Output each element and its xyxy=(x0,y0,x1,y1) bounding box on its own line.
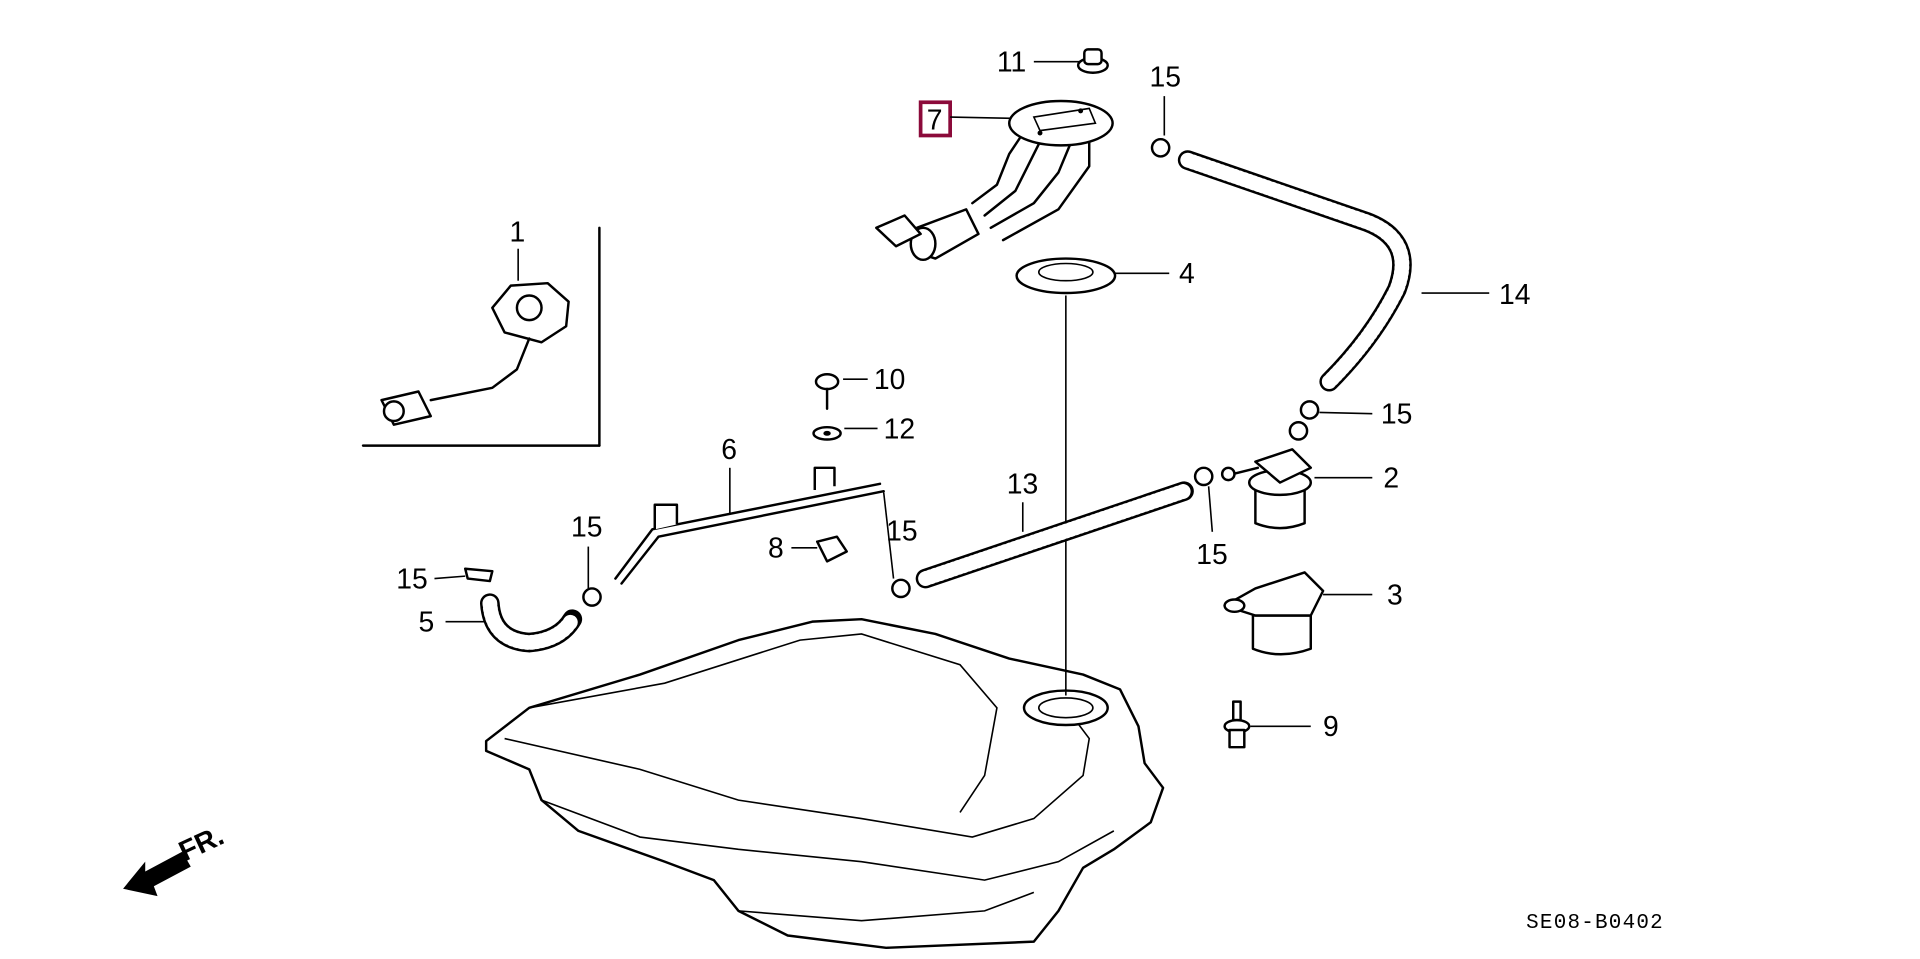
callout-7-highlight-box xyxy=(918,100,953,138)
fuel-tank[interactable] xyxy=(484,617,1165,950)
callout-7[interactable]: 7 xyxy=(927,103,943,135)
callout-9[interactable]: 9 xyxy=(1323,710,1339,742)
callout-10[interactable]: 10 xyxy=(874,363,905,395)
part-15-clip-mid-left[interactable] xyxy=(582,546,602,607)
callout-4[interactable]: 4 xyxy=(1179,257,1195,289)
part-15-clip-center[interactable] xyxy=(882,492,911,599)
callout-15-top[interactable]: 15 xyxy=(1150,60,1181,92)
part-11-nut[interactable] xyxy=(1033,48,1109,74)
part-6-pipe[interactable] xyxy=(614,466,885,585)
part-14-hose[interactable] xyxy=(1177,150,1490,392)
part-15-clip-left[interactable] xyxy=(434,567,494,583)
callout-15-mid-left[interactable]: 15 xyxy=(571,511,602,543)
callout-11[interactable]: 11 xyxy=(997,46,1026,78)
part-15-clip-top[interactable] xyxy=(1150,96,1171,158)
part-8-clip[interactable] xyxy=(791,535,849,563)
part-12-washer[interactable] xyxy=(812,425,878,441)
diagram-code: SE08-B0402 xyxy=(1526,912,1664,935)
part-3-holder[interactable] xyxy=(1223,571,1373,656)
callout-1[interactable]: 1 xyxy=(510,215,526,247)
callout-2[interactable]: 2 xyxy=(1383,462,1399,494)
callout-13[interactable]: 13 xyxy=(1007,468,1038,500)
part-10-screw[interactable] xyxy=(814,373,868,410)
callout-15-right-lower[interactable]: 15 xyxy=(1196,538,1227,570)
callout-5[interactable]: 5 xyxy=(418,606,434,638)
part-1-sensor[interactable] xyxy=(361,226,601,447)
part-2-fuel-filter[interactable] xyxy=(1220,421,1373,530)
part-15-clip-right[interactable] xyxy=(1299,400,1373,420)
part-5-hose[interactable] xyxy=(445,593,583,653)
callout-8[interactable]: 8 xyxy=(768,532,784,564)
part-7-fuel-pump[interactable] xyxy=(875,99,1114,262)
front-direction-arrow-icon: FR. xyxy=(123,819,228,897)
callout-14[interactable]: 14 xyxy=(1499,278,1530,310)
callout-6[interactable]: 6 xyxy=(721,433,737,465)
part-9-bolt[interactable] xyxy=(1223,700,1311,749)
callout-3[interactable]: 3 xyxy=(1387,578,1403,610)
callout-12[interactable]: 12 xyxy=(884,412,915,444)
part-13-hose[interactable] xyxy=(915,481,1194,589)
callout-15-right[interactable]: 15 xyxy=(1381,398,1412,430)
callout-15-left[interactable]: 15 xyxy=(396,562,427,594)
part-4-ring[interactable] xyxy=(1015,257,1170,696)
part-15-clip-right-lower[interactable] xyxy=(1193,466,1214,532)
callout-15-center[interactable]: 15 xyxy=(886,514,917,546)
